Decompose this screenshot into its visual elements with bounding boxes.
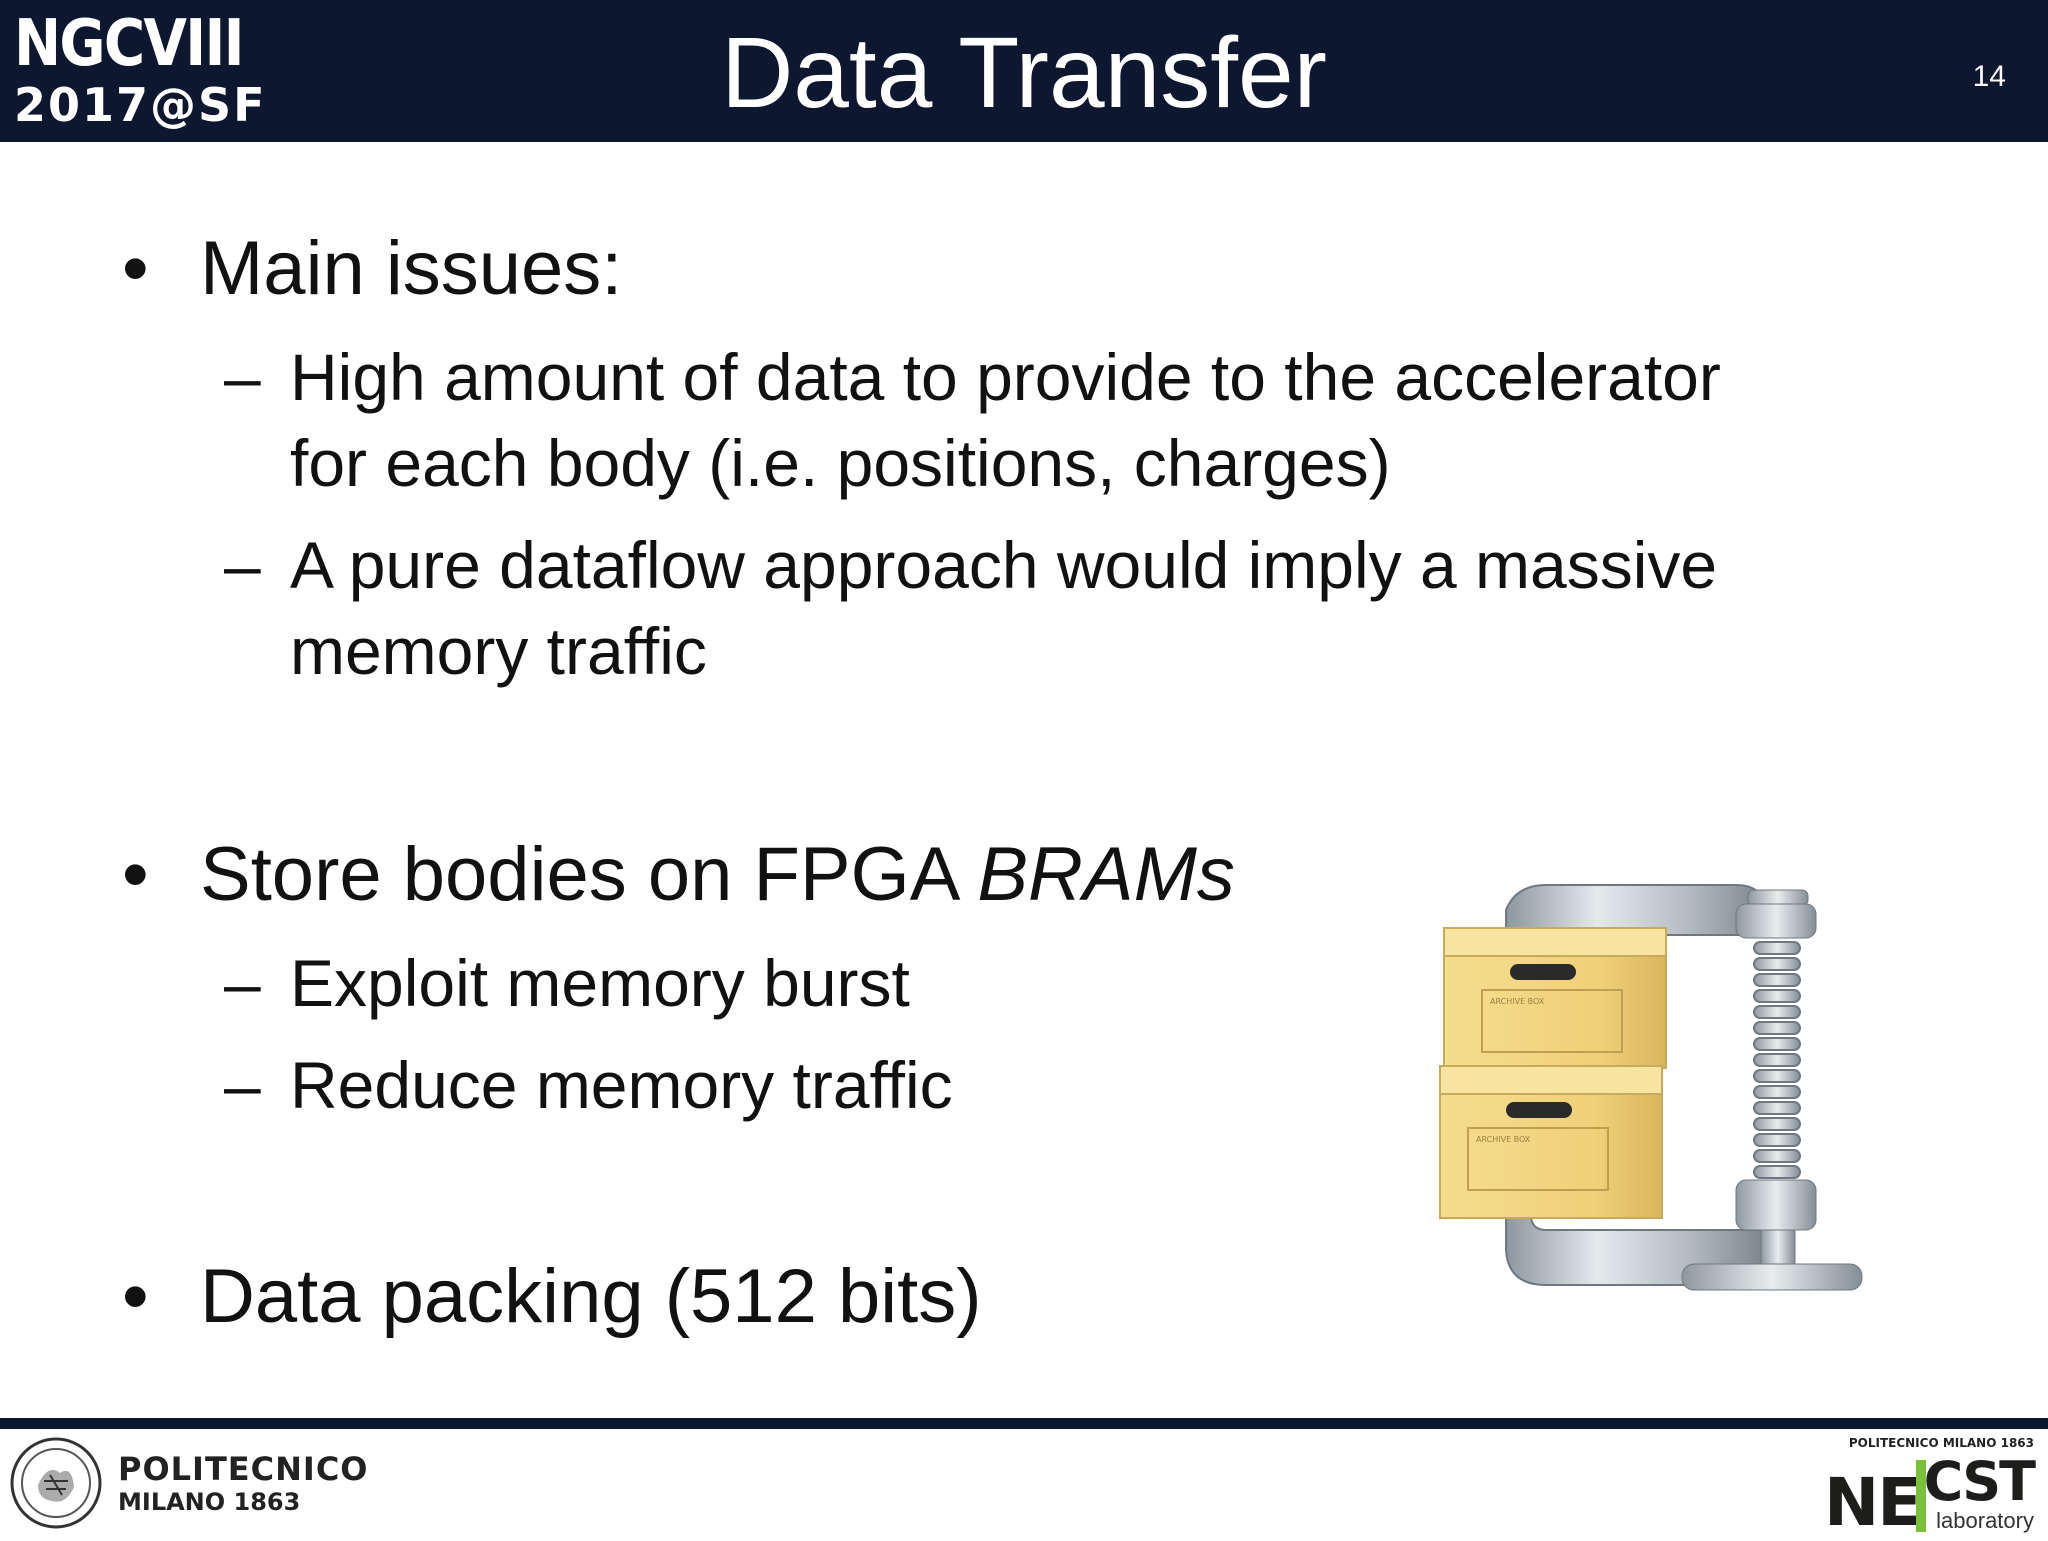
bullet-main-issues: Main issues: — [122, 226, 622, 312]
screw-threads — [1753, 941, 1801, 1179]
necst-logo-cst: CST — [1923, 1450, 2036, 1513]
sub-bullet-high-amount: High amount of data to provide to the ac… — [224, 334, 1721, 506]
necst-logo-lab: laboratory — [1936, 1508, 2034, 1533]
slide-title: Data Transfer — [721, 17, 1327, 129]
bullet-store-bodies-emphasis: BRAMs — [977, 832, 1235, 917]
sub-bullet-pure-dataflow-line2: memory traffic — [290, 614, 707, 688]
sub-bullet-pure-dataflow: A pure dataflow approach would imply a m… — [224, 522, 1718, 694]
necst-logo-accent — [1916, 1460, 1926, 1532]
politecnico-logo-line2: MILANO 1863 — [118, 1488, 301, 1516]
slide-number: 14 — [1972, 60, 2006, 93]
necst-logo: POLITECNICO MILANO 1863 NE CST laborator… — [1824, 1436, 2036, 1541]
archive-clamp-icon: ARCHIVE BOX ARCHIVE BOX — [1439, 884, 1863, 1291]
politecnico-logo: POLITECNICO MILANO 1863 — [8, 1434, 369, 1532]
sub-bullet-high-amount-line1: High amount of data to provide to the ac… — [290, 340, 1721, 414]
bullet-data-packing: Data packing (512 bits) — [122, 1254, 981, 1340]
bullet-store-bodies-text: Store bodies on FPGA — [200, 832, 978, 917]
conference-logo-line2: 2017@SF — [14, 78, 267, 132]
politecnico-seal-icon — [10, 1437, 102, 1529]
sub-bullet-high-amount-line2: for each body (i.e. positions, charges) — [290, 426, 1391, 500]
sub-bullet-exploit-burst: Exploit memory burst — [224, 940, 910, 1026]
bottom-box-label: ARCHIVE BOX — [1476, 1135, 1531, 1144]
bullet-store-bodies: Store bodies on FPGA BRAMs — [122, 832, 1235, 918]
conference-logo: NGCVIII 2017@SF — [14, 12, 274, 128]
sub-bullet-pure-dataflow-line1: A pure dataflow approach would imply a m… — [290, 528, 1718, 602]
top-box-label: ARCHIVE BOX — [1490, 997, 1545, 1006]
conference-logo-line1: NGCVIII — [14, 7, 245, 81]
necst-logo-ne: NE — [1824, 1464, 1922, 1541]
politecnico-logo-line1: POLITECNICO — [118, 1450, 369, 1488]
sub-bullet-reduce-traffic: Reduce memory traffic — [224, 1042, 953, 1128]
footer-divider — [0, 1418, 2048, 1429]
necst-logo-top: POLITECNICO MILANO 1863 — [1848, 1436, 2034, 1450]
slide-header: NGCVIII 2017@SF Data Transfer 14 — [0, 0, 2048, 142]
